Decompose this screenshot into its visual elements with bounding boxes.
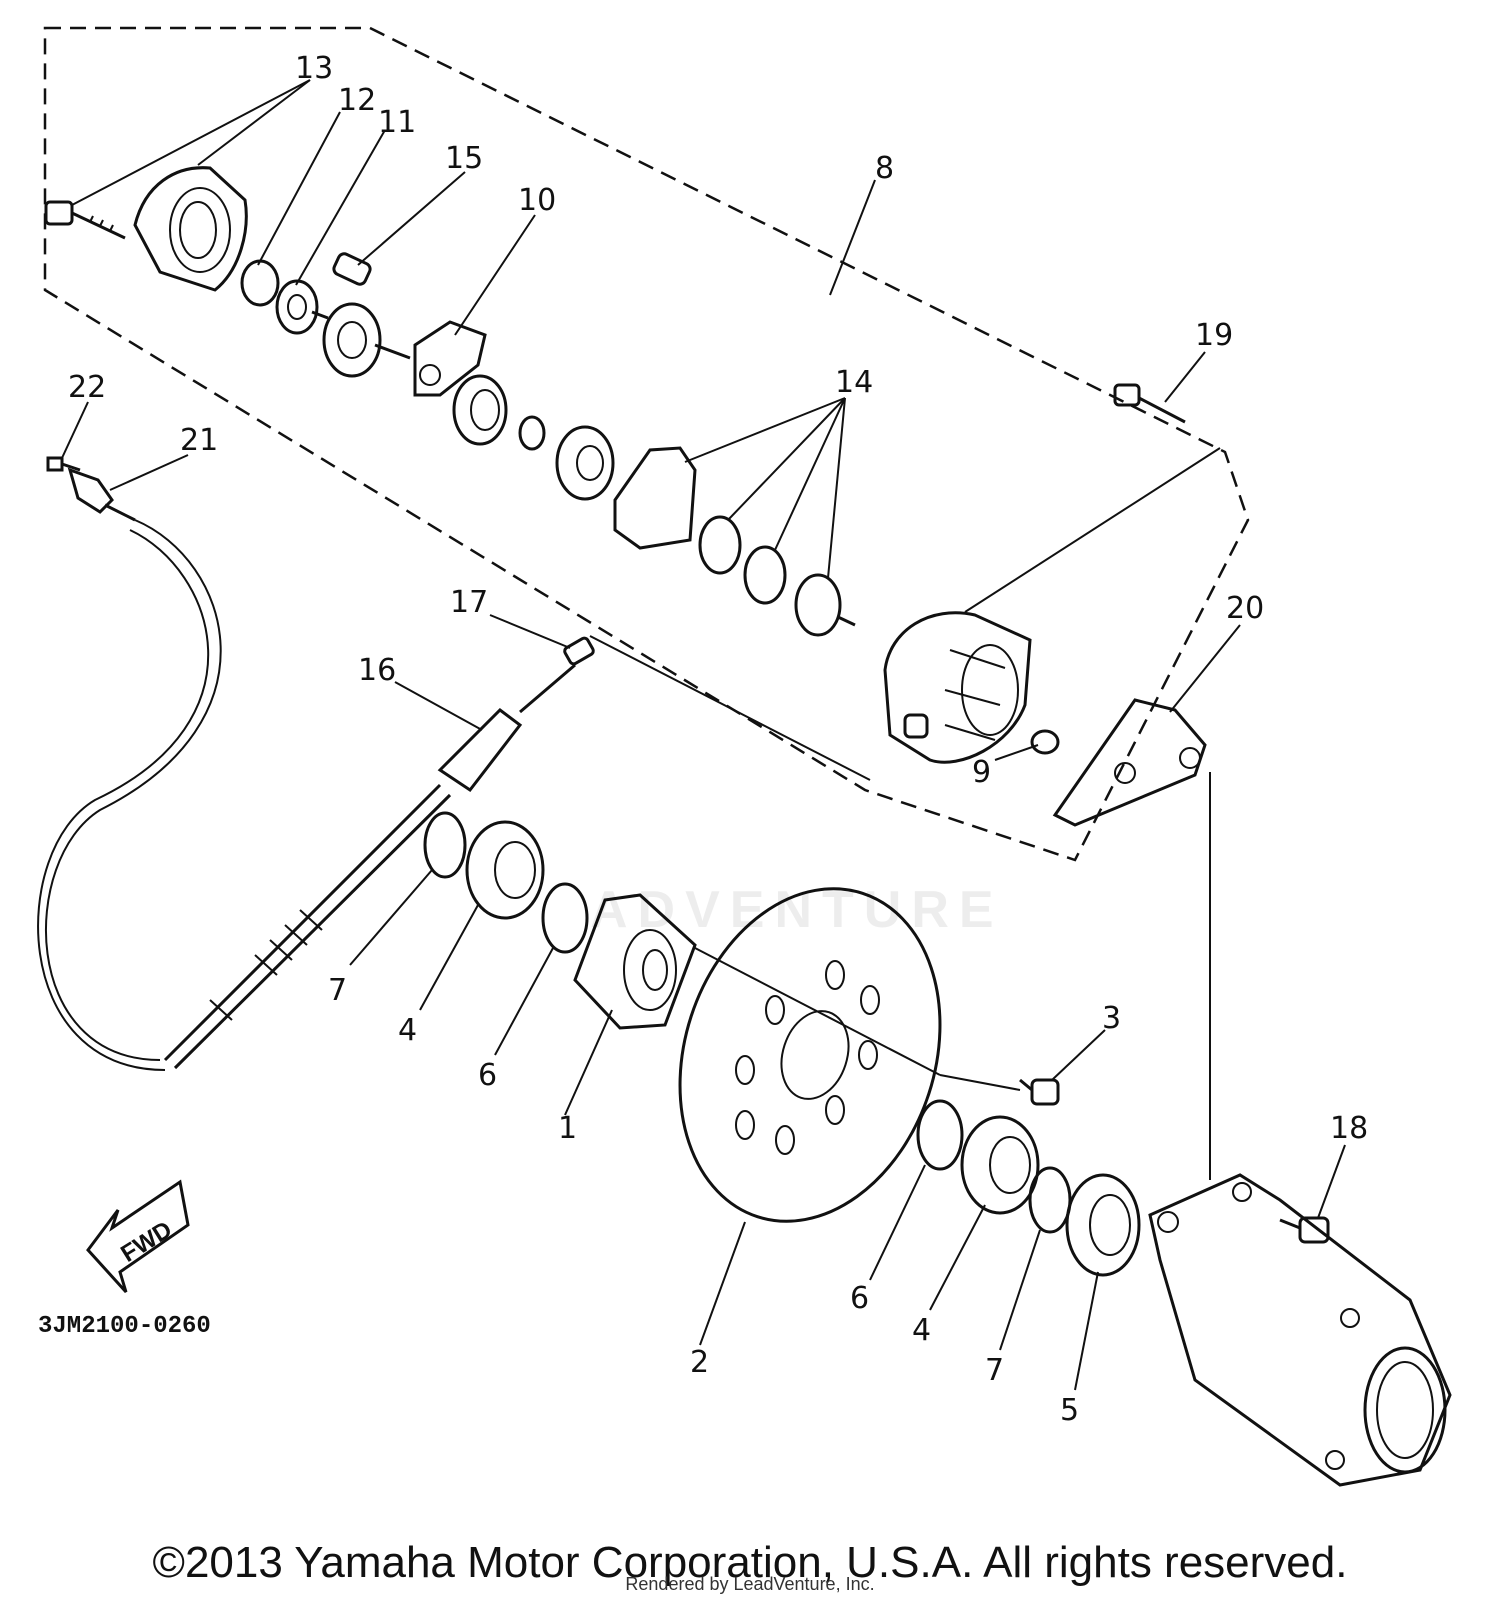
caliper-cover [133, 166, 248, 292]
callout-21: 21 [180, 423, 218, 458]
callout-16: 16 [358, 653, 396, 688]
callout-6-left: 6 [478, 1058, 497, 1093]
part-11-gear [275, 279, 329, 335]
part-4-collar-left [465, 820, 545, 920]
callout-4-right: 4 [912, 1313, 931, 1348]
callout-17: 17 [450, 585, 488, 620]
part-14-gasket [613, 446, 697, 550]
fwd-arrow-icon [86, 1179, 190, 1294]
callout-7-right: 7 [985, 1353, 1004, 1388]
fwd-label: FWD [116, 1216, 177, 1268]
part-5-seal [1065, 1173, 1141, 1277]
callout-19: 19 [1195, 318, 1233, 353]
callout-1: 1 [558, 1111, 577, 1146]
part-6-ring-left [541, 882, 589, 954]
caliper-body [883, 611, 1032, 764]
part-13-bolt [44, 200, 126, 240]
part-7-circlip-left [423, 811, 467, 879]
part-12-washer [240, 259, 280, 307]
callout-15: 15 [445, 141, 483, 176]
callout-22: 22 [68, 370, 106, 405]
adjuster-shaft [322, 302, 411, 378]
diagram-code: 3JM2100-0260 [38, 1313, 211, 1340]
callout-18: 18 [1330, 1111, 1368, 1146]
callout-2: 2 [690, 1345, 709, 1380]
callout-5: 5 [1060, 1393, 1079, 1428]
part-14-o-ring [698, 515, 742, 575]
callout-6-right: 6 [850, 1281, 869, 1316]
part-7-circlip-right [1028, 1166, 1072, 1234]
callout-13: 13 [295, 51, 333, 86]
callout-20: 20 [1226, 591, 1264, 626]
part-1-hub [573, 893, 697, 1030]
part-18-bolt [1279, 1216, 1330, 1244]
callout-4-left: 4 [398, 1013, 417, 1048]
part-22-nut [46, 456, 81, 472]
callout-3: 3 [1102, 1001, 1121, 1036]
callout-11: 11 [378, 105, 416, 140]
piston-assembly [452, 374, 546, 451]
callout-7-left: 7 [328, 973, 347, 1008]
callout-12: 12 [338, 83, 376, 118]
part-16-rod [163, 663, 576, 1070]
part-14-seal [743, 545, 787, 605]
bearing [555, 425, 615, 501]
brake-hose-outer [44, 519, 222, 1061]
callout-9: 9 [972, 755, 991, 790]
leader-lines [61, 79, 1346, 1391]
callout-8: 8 [875, 151, 894, 186]
part-20-bracket [1052, 698, 1207, 827]
part-10-bracket [413, 320, 487, 397]
part-3-bolt [1019, 1078, 1060, 1106]
callout-14: 14 [835, 365, 873, 400]
part-15-pin [332, 252, 372, 286]
part-17-bleeder [563, 636, 595, 666]
axle-housing [1148, 1173, 1452, 1487]
copyright-notice: ©2013 Yamaha Motor Corporation, U.S.A. A… [152, 1538, 1348, 1587]
part-6-ring-right [916, 1099, 964, 1171]
part-2-brake-disc [678, 887, 942, 1223]
assembly-boundary-8 [43, 26, 1250, 862]
part-14-plunger [794, 573, 856, 637]
part-19-bolt [1113, 383, 1186, 424]
callout-10: 10 [518, 183, 556, 218]
part-21-holder [67, 467, 136, 522]
brake-hose-inner [37, 529, 210, 1071]
part-9-nut [1030, 729, 1060, 755]
rendered-by-notice: Rendered by LeadVenture, Inc. [625, 1574, 875, 1594]
watermark: ADVENTURE [590, 881, 1004, 939]
parts-diagram: 13 12 11 15 10 8 19 14 22 21 17 20 16 9 … [37, 26, 1452, 1487]
part-4-collar-right [960, 1115, 1040, 1215]
